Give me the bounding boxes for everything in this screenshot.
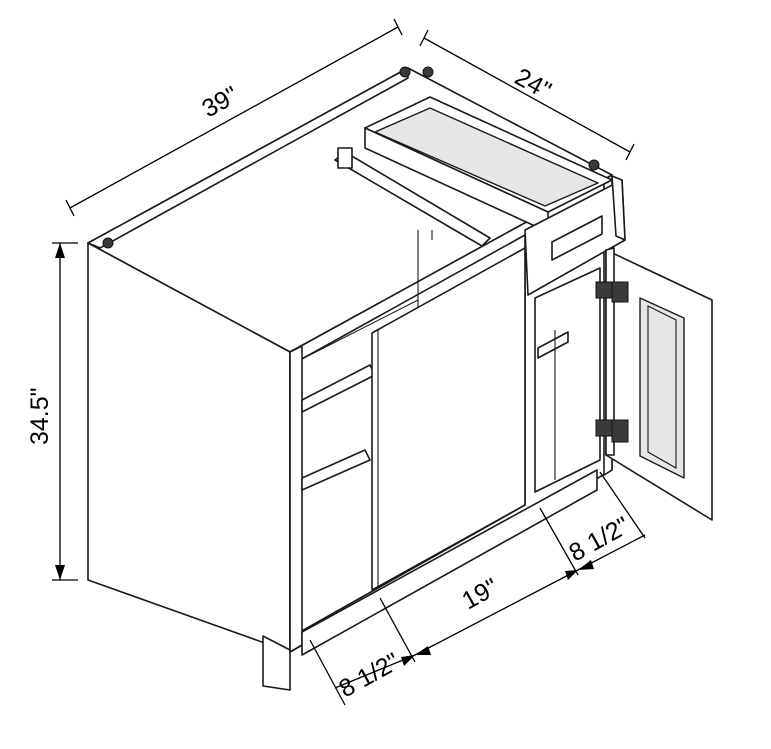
drawer-handle-recess bbox=[551, 215, 603, 261]
hinge-top bbox=[595, 281, 629, 303]
door-raised-panel bbox=[639, 297, 685, 479]
slide-bracket bbox=[337, 147, 353, 169]
interior-top-line bbox=[299, 299, 419, 361]
dimension-width bbox=[65, 18, 403, 217]
corner-bracket-left bbox=[102, 237, 114, 249]
top-rail bbox=[87, 67, 409, 249]
blind-panel bbox=[371, 247, 526, 591]
shelf bbox=[537, 331, 569, 359]
dimension-height bbox=[52, 242, 78, 581]
dimension-depth bbox=[419, 29, 635, 161]
door-inner-panel bbox=[647, 305, 677, 469]
toe-kick-front bbox=[301, 469, 598, 656]
toe-kick-left bbox=[262, 635, 291, 691]
dimension-bottom bbox=[309, 471, 646, 706]
drawer-front-edge bbox=[611, 175, 626, 241]
label-height: 34.5" bbox=[26, 387, 54, 445]
middle-rail bbox=[301, 449, 371, 491]
corner-bracket-back bbox=[399, 66, 434, 78]
hinge-bottom bbox=[595, 419, 629, 443]
label-depth: 24" bbox=[510, 63, 556, 105]
left-stile bbox=[289, 345, 303, 653]
door-opening bbox=[534, 267, 601, 493]
drawer-box-inner bbox=[374, 107, 599, 207]
label-blind-left: 8 1/2" bbox=[334, 647, 404, 703]
corner-bracket-right bbox=[588, 159, 600, 171]
label-opening: 19" bbox=[457, 573, 503, 615]
